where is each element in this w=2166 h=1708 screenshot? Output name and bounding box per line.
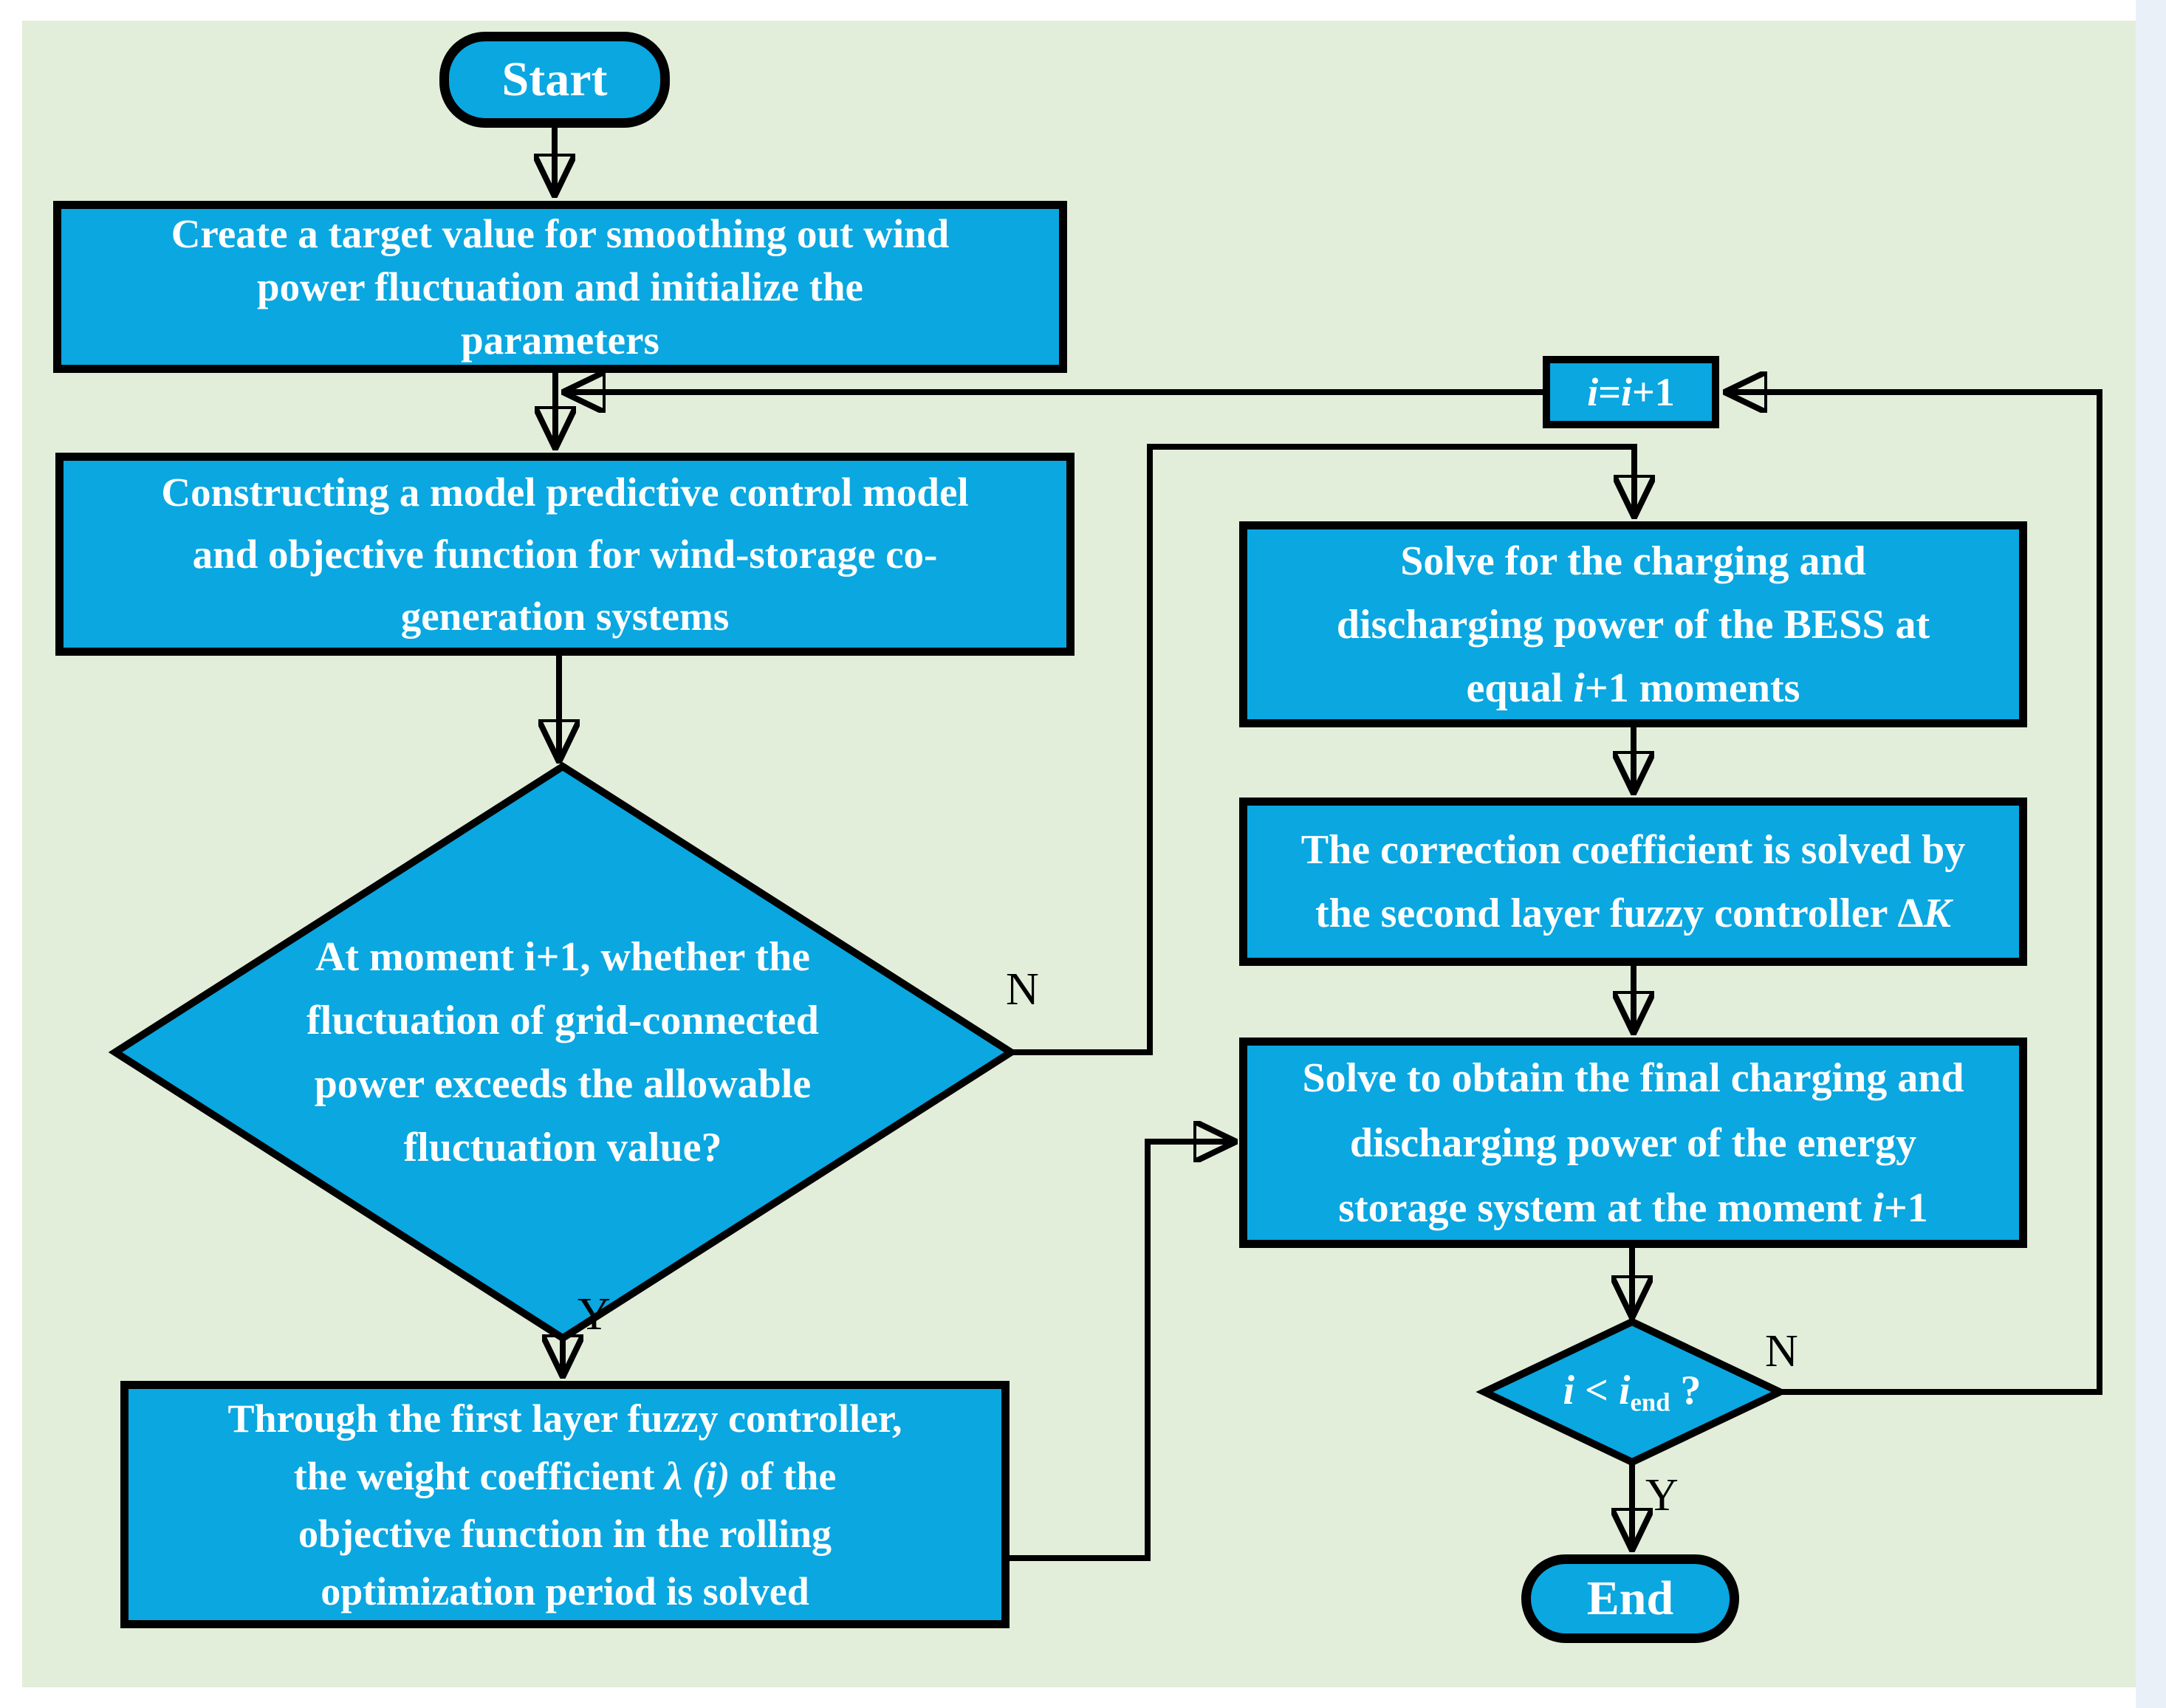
fuzzy1-line: the weight coefficient λ (i) of the: [294, 1447, 837, 1505]
increment-i-box: i=i+1: [1543, 356, 1719, 428]
decision2-no-label: N: [1765, 1326, 1798, 1376]
final-line: discharging power of the energy: [1349, 1119, 1917, 1166]
fuzzy1-text: the weight coefficient: [293, 1453, 665, 1498]
k-symbol: K: [1923, 891, 1951, 936]
bess-line: equal i+1 moments: [1467, 656, 1800, 720]
decision1-line: power exceeds the allowable: [314, 1061, 812, 1107]
increment-plus-one: +1: [1632, 370, 1675, 414]
decision1-no-label: N: [1006, 964, 1039, 1015]
final-i-symbol: i: [1872, 1184, 1884, 1231]
final-text: +1: [1883, 1184, 1928, 1231]
fuzzy2-text: the second layer fuzzy controller: [1315, 891, 1898, 936]
final-line: Solve to obtain the final charging and: [1302, 1054, 1964, 1101]
fuzzy2-line: the second layer fuzzy controller ΔK: [1315, 882, 1951, 945]
right-margin-strip: [2136, 0, 2166, 1708]
fuzzy1-text: of the: [730, 1453, 837, 1498]
fuzzy1-line: optimization period is solved: [321, 1568, 809, 1613]
decision2-text: i < iend ?: [1484, 1325, 1780, 1458]
mpc-line: and objective function for wind-storage …: [192, 531, 938, 577]
lambda-i-symbol: λ (i): [664, 1453, 730, 1498]
decision2-i: i: [1563, 1367, 1575, 1413]
decision2-line: i < iend ?: [1563, 1367, 1701, 1418]
first-layer-fuzzy-box: Through the first layer fuzzy controller…: [120, 1381, 1010, 1628]
mpc-line: generation systems: [400, 593, 730, 639]
connector-fuzzy1-to-final: [1010, 1142, 1235, 1561]
init-line: parameters: [461, 317, 659, 363]
final-power-box: Solve to obtain the final charging and d…: [1239, 1038, 2027, 1248]
start-node: Start: [439, 32, 670, 128]
second-layer-fuzzy-box: The correction coefficient is solved by …: [1239, 798, 2027, 966]
decision1-yes-label: Y: [578, 1289, 611, 1340]
mpc-line: Constructing a model predictive control …: [161, 469, 969, 515]
fuzzy2-line: The correction coefficient is solved by: [1300, 827, 1966, 873]
decision2-i: i: [1618, 1367, 1631, 1413]
fuzzy1-line: Through the first layer fuzzy controller…: [227, 1396, 902, 1441]
decision1-diamond: [108, 762, 1018, 1342]
init-line: power fluctuation and initialize the: [257, 264, 863, 309]
start-label: Start: [501, 52, 608, 106]
connector-decision2-no-to-increment: [1726, 392, 2102, 1395]
decision2-end-subscript: end: [1630, 1388, 1670, 1417]
final-line: storage system at the moment i+1: [1338, 1176, 1928, 1241]
decision2-diamond: [1476, 1317, 1789, 1467]
connector-decision1-no-to-bess: [1011, 444, 1634, 1055]
increment-i: i: [1621, 370, 1633, 414]
decision1-line: fluctuation of grid-connected: [306, 998, 819, 1043]
increment-i: i: [1587, 370, 1599, 414]
init-line: Create a target value for smoothing out …: [171, 210, 950, 256]
end-node: End: [1521, 1554, 1739, 1643]
increment-equals: =: [1598, 370, 1621, 414]
init-parameters-box: Create a target value for smoothing out …: [53, 201, 1067, 373]
bess-line: discharging power of the BESS at: [1336, 601, 1930, 648]
decision1-line: At moment i+1, whether the: [315, 934, 811, 980]
decision2-lt: <: [1574, 1367, 1619, 1413]
end-label: End: [1586, 1571, 1674, 1625]
decision2-question: ?: [1670, 1367, 1701, 1413]
decision2-yes-label: Y: [1645, 1470, 1679, 1520]
bess-text: +1 moments: [1584, 665, 1800, 711]
increment-label: i=i+1: [1587, 369, 1675, 415]
decision1-text: At moment i+1, whether the fluctuation o…: [120, 908, 1006, 1196]
bess-i-symbol: i: [1573, 665, 1585, 711]
decision1-line: fluctuation value?: [403, 1125, 722, 1170]
delta-symbol: Δ: [1897, 891, 1924, 936]
bess-text: equal: [1466, 665, 1574, 711]
fuzzy1-line: objective function in the rolling: [298, 1511, 832, 1556]
mpc-model-box: Constructing a model predictive control …: [55, 453, 1075, 656]
bess-power-box: Solve for the charging and discharging p…: [1239, 521, 2027, 727]
final-text: storage system at the moment: [1338, 1184, 1873, 1231]
bess-line: Solve for the charging and: [1400, 538, 1866, 584]
